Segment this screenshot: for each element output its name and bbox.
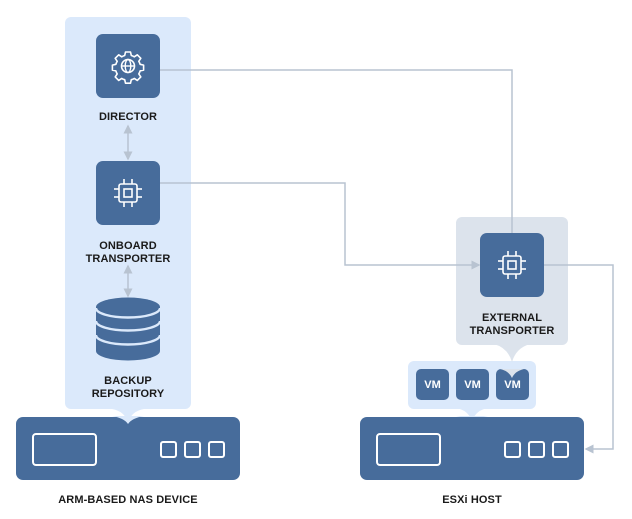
- external-pointer: [494, 344, 530, 362]
- director-label: DIRECTOR: [65, 111, 191, 124]
- director-label-text: DIRECTOR: [98, 111, 158, 123]
- nas-device-label: ARM-BASED NAS DEVICE: [16, 494, 240, 507]
- vm-box[interactable]: VM: [496, 369, 529, 400]
- esxi-host-port: [528, 441, 545, 458]
- backup-label-line2: REPOSITORY: [91, 388, 165, 400]
- onboard-label-line2: TRANSPORTER: [85, 253, 171, 265]
- external-transporter-label: EXTERNAL TRANSPORTER: [456, 312, 568, 338]
- external-label-line1: EXTERNAL: [481, 312, 543, 324]
- esxi-host-port: [504, 441, 521, 458]
- nas-device-display: [32, 433, 97, 466]
- nas-device: [16, 417, 240, 480]
- onboard-label-line1: ONBOARD: [99, 240, 157, 252]
- esxi-host-display: [376, 433, 441, 466]
- director-node[interactable]: [96, 34, 160, 98]
- backup-repository-label: BACKUP REPOSITORY: [65, 375, 191, 401]
- esxi-host-label: ESXi HOST: [360, 494, 584, 507]
- onboard-transporter-label: ONBOARD TRANSPORTER: [65, 240, 191, 266]
- vm-pointer: [456, 408, 488, 421]
- vm-label: VM: [424, 378, 441, 391]
- vm-box[interactable]: VM: [456, 369, 489, 400]
- onboard-transporter-node[interactable]: [96, 161, 160, 225]
- gear-globe-icon: [111, 51, 145, 84]
- nas-device-label-text: ARM-BASED NAS DEVICE: [58, 494, 198, 506]
- director-external-connector: [160, 69, 513, 233]
- database-icon[interactable]: [95, 297, 161, 361]
- external-esxi-connector: [544, 264, 614, 454]
- nas-device-port: [208, 441, 225, 458]
- vm-box[interactable]: VM: [416, 369, 449, 400]
- nas-device-port: [184, 441, 201, 458]
- esxi-host-device: [360, 417, 584, 480]
- external-transporter-node[interactable]: [480, 233, 544, 297]
- nas-device-port: [160, 441, 177, 458]
- backup-label-line1: BACKUP: [104, 375, 152, 387]
- external-label-line2: TRANSPORTER: [469, 325, 555, 337]
- esxi-host-port: [552, 441, 569, 458]
- vm-label: VM: [504, 378, 521, 391]
- nas-pointer: [112, 409, 144, 422]
- onboard-external-connector: [160, 182, 481, 270]
- esxi-host-label-text: ESXi HOST: [442, 494, 502, 506]
- chip-icon: [114, 179, 142, 207]
- chip-icon: [498, 251, 526, 279]
- vm-label: VM: [464, 378, 481, 391]
